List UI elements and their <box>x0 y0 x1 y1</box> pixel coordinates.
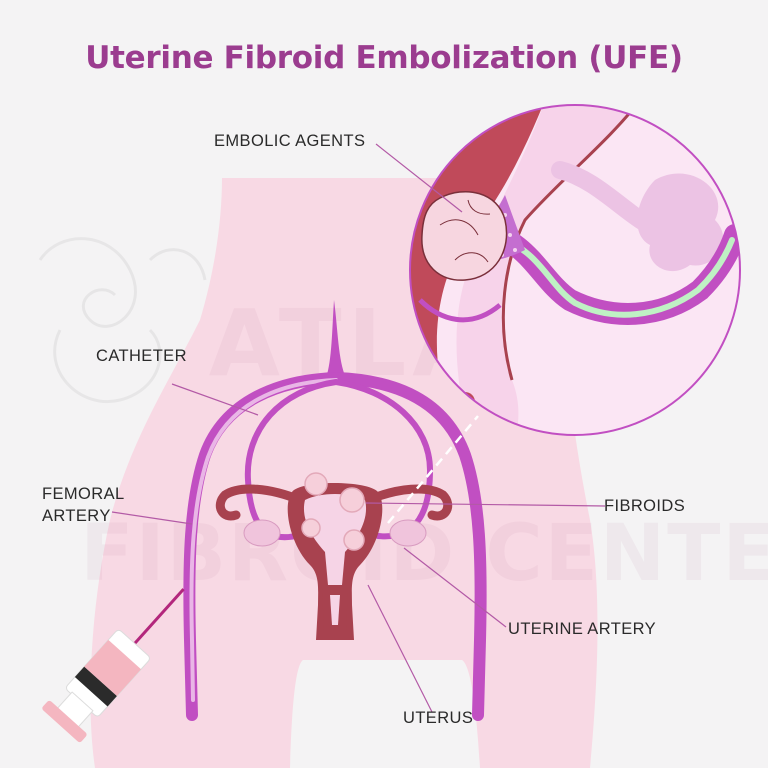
fallopian-tubes <box>215 484 453 547</box>
syringe <box>42 588 185 743</box>
magnified-fibroid <box>421 190 508 281</box>
leader-lines <box>111 143 606 713</box>
fibroid <box>301 518 321 538</box>
label-femoral-artery-line2: ARTERY <box>42 507 111 525</box>
aorta <box>326 300 346 378</box>
label-femoral-artery-line1: FEMORAL <box>42 485 125 503</box>
label-catheter: CATHETER <box>96 347 187 365</box>
watermark-logo <box>38 237 207 403</box>
zoom-indicator-line <box>387 415 479 524</box>
fibroid <box>339 487 365 513</box>
right-ovary <box>389 519 427 547</box>
magnified-inset <box>409 104 741 436</box>
left-ovary <box>243 519 281 547</box>
leg-gap <box>303 660 462 768</box>
label-embolic-agents: EMBOLIC AGENTS <box>214 132 366 150</box>
fibroid <box>343 529 365 551</box>
label-fibroids: FIBROIDS <box>604 497 686 515</box>
page-title: Uterine Fibroid Embolization (UFE) <box>85 40 683 76</box>
label-uterine-artery: UTERINE ARTERY <box>508 620 657 638</box>
label-uterus: UTERUS <box>403 709 474 727</box>
fibroid <box>304 472 328 496</box>
fibroids <box>301 472 365 551</box>
